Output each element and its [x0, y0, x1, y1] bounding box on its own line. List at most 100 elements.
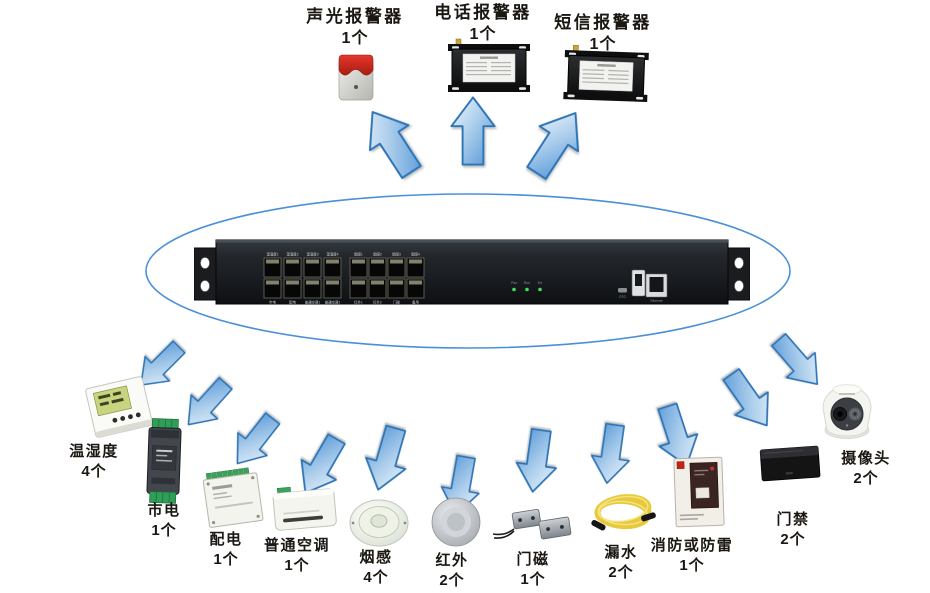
sound-light-alarm-device [333, 49, 379, 108]
device-name: 门磁 [516, 551, 550, 568]
device-name: 普通空调 [263, 537, 330, 554]
siren-image [338, 54, 374, 101]
label-water-leak: 漏水 2个 [571, 545, 671, 580]
device-name: 摄像头 [841, 450, 891, 467]
rj45-port-group-1: 温湿度1 温湿度2 温湿度3 温湿度4 市电 配电 普通空调1 普通空调2 [263, 252, 342, 305]
otg-label: OTG [619, 295, 626, 299]
status-leds: Pwr Run Err [511, 281, 543, 292]
device-name: 消防或防雷 [650, 537, 734, 554]
label-temp-humidity: 温湿度 4个 [44, 444, 144, 479]
label-infrared: 红外 2个 [402, 553, 502, 588]
power-distribution-device [200, 464, 268, 539]
door-magnet-image [492, 508, 572, 540]
device-name: 漏水 [604, 544, 638, 561]
port-label: 温湿度1 [266, 252, 278, 257]
device-count: 1个 [589, 36, 617, 53]
rack-ear-left [193, 247, 217, 301]
label-door-magnet: 门磁 1个 [483, 552, 583, 587]
device-count: 4个 [81, 463, 107, 480]
power-distribution-image [202, 467, 264, 528]
usb-opening [635, 274, 642, 286]
port-label: 烟感4 [411, 252, 420, 257]
device-count: 1个 [151, 522, 177, 539]
led-run [525, 287, 529, 292]
arrow-up-telephone-alarm [450, 96, 496, 166]
device-name: 配电 [209, 531, 243, 548]
fire-panel-red-button [676, 461, 685, 470]
label-telephone-alarm: 电话报警器 1个 [423, 4, 543, 43]
water-leak-image [591, 494, 656, 531]
led-label-run: Run [524, 281, 530, 285]
fire-lightning-device [669, 450, 729, 539]
label-ac-unit: 普通空调 1个 [237, 538, 357, 573]
infrared-device [429, 496, 483, 553]
temp-humidity-image [85, 376, 153, 438]
device-count: 2个 [608, 564, 634, 581]
leak-cable-connector [641, 512, 656, 522]
rack-ear-right [727, 247, 751, 301]
port-label: 门磁 [393, 300, 400, 305]
port-label: 温湿度2 [286, 252, 298, 257]
label-power-distribution: 配电 1个 [176, 532, 276, 567]
rj45-port-group-2: 烟感1 烟感2 烟感3 烟感4 红外1 红外2 门磁 备用 [349, 252, 425, 305]
arrow-down-door-magnet [512, 426, 562, 496]
port-label: 温湿度3 [306, 252, 318, 257]
port-label: 备用 [412, 300, 419, 305]
access-control-device [755, 435, 825, 495]
device-count: 1个 [213, 551, 239, 568]
arrow-down-access-control [713, 362, 785, 438]
device-count: 1个 [679, 557, 705, 574]
port-label: 市电 [269, 300, 276, 305]
label-sound-light-alarm: 声光报警器 1个 [295, 8, 415, 47]
label-camera: 摄像头 2个 [806, 451, 926, 486]
fire-lightning-image [673, 456, 725, 528]
port-label: 红外1 [354, 300, 363, 305]
device-count: 1个 [284, 557, 310, 574]
camera-image [822, 384, 872, 439]
device-name: 门禁 [776, 511, 810, 528]
smoke-detector-image [349, 499, 409, 547]
device-name: 温湿度 [69, 443, 119, 460]
ac-unit-image [272, 486, 337, 531]
leak-cable-connector [591, 519, 606, 531]
led-err [538, 287, 542, 292]
device-name: 红外 [435, 552, 469, 569]
ethernet-opening [649, 277, 664, 292]
otg-port [618, 288, 627, 293]
port-label: 红外2 [373, 300, 382, 305]
arrow-up-sms-alarm [516, 99, 596, 187]
led-label-err: Err [538, 281, 543, 285]
port-label: 烟感2 [373, 252, 382, 257]
sms-alarm-device [561, 43, 651, 113]
device-name: 市电 [147, 502, 181, 519]
device-name: 声光报警器 [306, 7, 404, 26]
led-pwr [512, 287, 516, 292]
host-io-ports: OTG Ethernet [618, 269, 668, 303]
rack-top-bevel [216, 240, 728, 243]
temp-humidity-device [80, 370, 158, 449]
device-name: 短信报警器 [554, 13, 652, 32]
port-label: 烟感1 [354, 252, 363, 257]
device-count: 4个 [363, 569, 389, 586]
camera-device [810, 378, 884, 455]
monitoring-host: 温湿度1 温湿度2 温湿度3 温湿度4 市电 配电 普通空调1 普通空调2 [193, 237, 751, 316]
arrow-down-water-leak [587, 421, 635, 487]
label-mains-power: 市电 1个 [114, 503, 214, 538]
telephone-alarm-device [446, 38, 532, 103]
device-count: 1个 [469, 26, 497, 43]
monitoring-host-image: 温湿度1 温湿度2 温湿度3 温湿度4 市电 配电 普通空调1 普通空调2 [193, 239, 751, 305]
siren-red-cap [338, 54, 374, 76]
mains-power-device [141, 416, 191, 511]
label-access-control: 门禁 2个 [743, 512, 843, 547]
arrow-down-smoke-detector [357, 421, 417, 497]
port-label: 配电 [289, 300, 296, 305]
host-ellipse [145, 193, 791, 349]
smoke-detector-device [347, 496, 411, 555]
port-label: 烟感3 [392, 252, 401, 257]
device-name: 电话报警器 [434, 3, 532, 22]
led-label-pwr: Pwr [511, 281, 518, 285]
device-count: 1个 [341, 30, 369, 47]
device-count: 1个 [520, 571, 546, 588]
